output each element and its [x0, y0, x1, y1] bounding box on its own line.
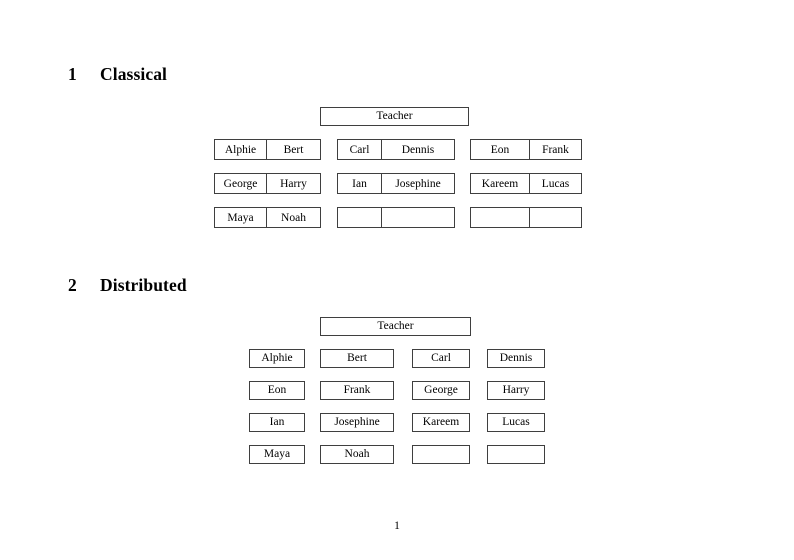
table-row: Eon Frank [470, 139, 582, 160]
row-spacer [338, 160, 455, 174]
section-heading-classical: 1 Classical [68, 64, 167, 85]
student-box: Harry [487, 381, 545, 400]
row-spacer [215, 194, 321, 208]
student-cell: Dennis [381, 139, 455, 160]
student-box: Maya [249, 445, 305, 464]
student-cell: Alphie [214, 139, 267, 160]
student-box: Dennis [487, 349, 545, 368]
section-title: Classical [100, 64, 168, 84]
student-box: Alphie [249, 349, 305, 368]
student-box-empty [487, 445, 545, 464]
student-box: Lucas [487, 413, 545, 432]
teacher-box-distributed: Teacher [320, 317, 471, 336]
student-cell: Eon [470, 139, 530, 160]
student-cell: Noah [266, 207, 321, 228]
student-cell: Carl [337, 139, 382, 160]
table-row [337, 207, 455, 228]
row-spacer [471, 160, 582, 174]
student-cell-empty [529, 207, 582, 228]
student-cell: George [214, 173, 267, 194]
table-row: Ian Josephine [337, 173, 455, 194]
classical-group-left: Alphie Bert George Harry Maya Noah [214, 139, 321, 228]
row-spacer [338, 194, 455, 208]
row-spacer [471, 194, 582, 208]
student-cell: Harry [266, 173, 321, 194]
student-box: Noah [320, 445, 394, 464]
section-title: Distributed [100, 275, 187, 295]
student-box: Frank [320, 381, 394, 400]
student-box: Josephine [320, 413, 394, 432]
student-box: Ian [249, 413, 305, 432]
student-box-empty [412, 445, 470, 464]
classical-group-middle: Carl Dennis Ian Josephine [337, 139, 455, 228]
student-cell: Frank [529, 139, 582, 160]
table-row: Alphie Bert [214, 139, 321, 160]
student-cell-empty [381, 207, 455, 228]
table-row: Kareem Lucas [470, 173, 582, 194]
student-cell-empty [470, 207, 530, 228]
student-cell: Lucas [529, 173, 582, 194]
student-cell: Kareem [470, 173, 530, 194]
student-box: George [412, 381, 470, 400]
student-box: Bert [320, 349, 394, 368]
page-number: 1 [394, 520, 400, 532]
student-box: Eon [249, 381, 305, 400]
section-number: 1 [68, 64, 77, 84]
student-box: Kareem [412, 413, 470, 432]
student-cell: Bert [266, 139, 321, 160]
teacher-box-classical: Teacher [320, 107, 469, 126]
student-box: Carl [412, 349, 470, 368]
table-row: Carl Dennis [337, 139, 455, 160]
table-row: George Harry [214, 173, 321, 194]
table-row [470, 207, 582, 228]
student-cell-empty [337, 207, 382, 228]
classical-group-right: Eon Frank Kareem Lucas [470, 139, 582, 228]
student-cell: Ian [337, 173, 382, 194]
student-cell: Maya [214, 207, 267, 228]
table-row: Maya Noah [214, 207, 321, 228]
student-cell: Josephine [381, 173, 455, 194]
section-heading-distributed: 2 Distributed [68, 275, 187, 296]
section-number: 2 [68, 275, 77, 295]
row-spacer [215, 160, 321, 174]
